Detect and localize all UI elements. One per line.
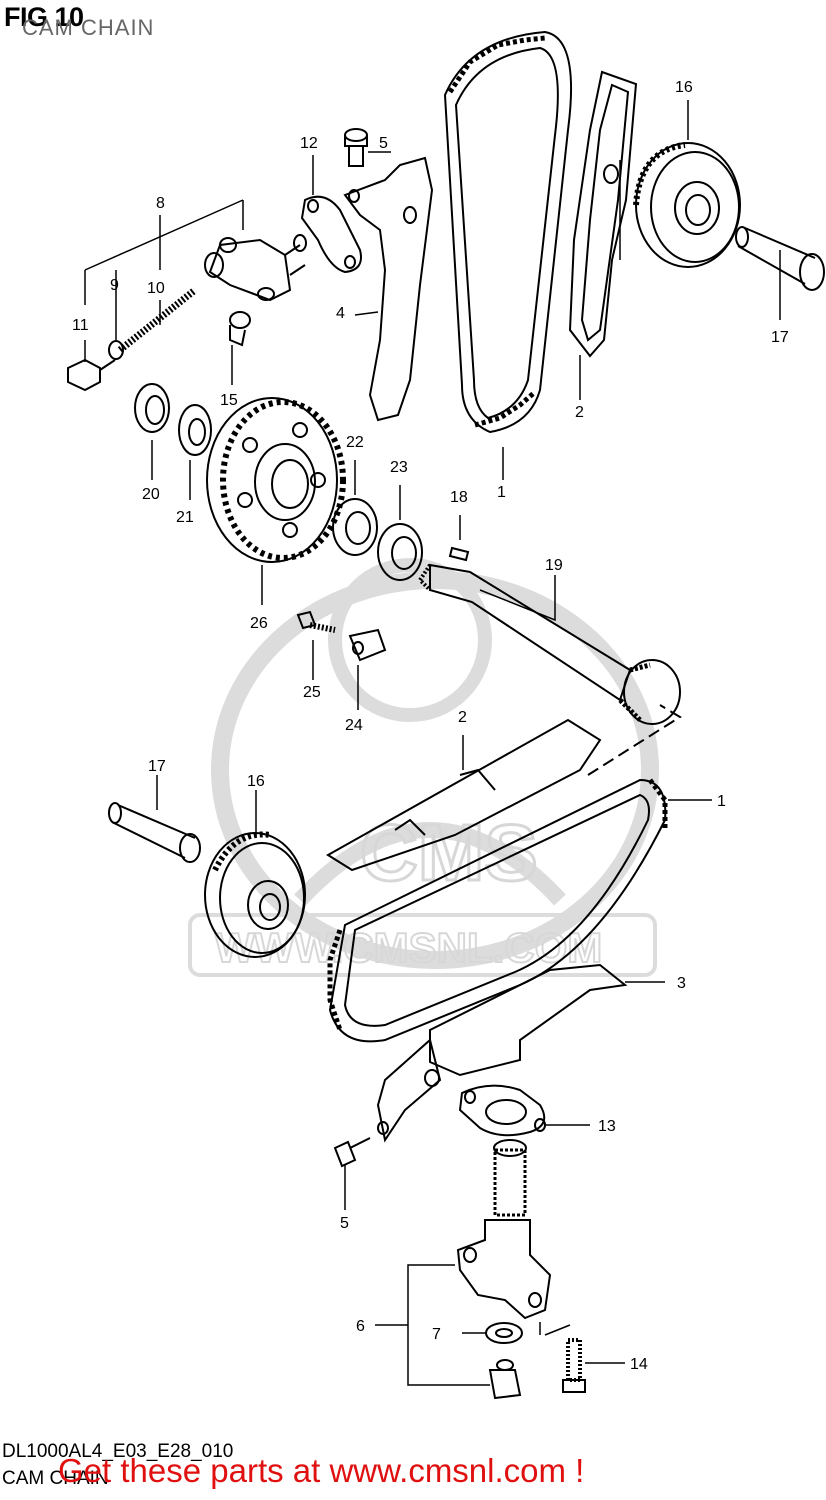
callout-17-lower: 17 — [148, 758, 166, 775]
washer — [108, 340, 124, 360]
bolt-lower — [333, 1137, 371, 1168]
figure-title: FIG 10 — [4, 2, 84, 32]
callout-16-lower: 16 — [247, 773, 265, 790]
callout-8: 8 — [156, 195, 165, 212]
hex-bolt — [67, 358, 116, 392]
callout-11: 11 — [72, 317, 89, 334]
tensioner-body-upper — [204, 234, 307, 302]
callout-9: 9 — [110, 277, 119, 294]
gasket-upper — [300, 195, 362, 274]
callout-5-upper: 5 — [379, 135, 388, 152]
callout-7: 7 — [432, 1326, 441, 1343]
gasket-lower — [458, 1084, 546, 1137]
cam-sprocket-upper — [633, 142, 741, 268]
callout-6: 6 — [356, 1318, 365, 1335]
callout-19: 19 — [545, 557, 563, 574]
callout-25: 25 — [303, 684, 321, 701]
tensioner-bolt — [562, 1338, 586, 1393]
tensioner-adjuster-arm — [343, 156, 434, 422]
cam-sprocket-lower — [204, 831, 306, 958]
callout-20: 20 — [142, 486, 160, 503]
callout-labels: 1 1 2 2 3 4 5 5 6 7 8 9 10 11 12 13 14 1… — [72, 79, 789, 1373]
retainer-plate — [348, 628, 387, 662]
footer-subtitle: CAM CHAIN — [2, 1468, 109, 1489]
callout-5-lower: 5 — [340, 1215, 349, 1232]
callout-10: 10 — [147, 280, 165, 297]
callout-2-upper: 2 — [575, 404, 584, 421]
watermark-url: WWW.CMSNL.COM — [215, 924, 602, 971]
tensioner-arm-lower — [376, 963, 628, 1143]
cam-chain-tensioner — [456, 1139, 552, 1320]
callout-1-upper: 1 — [497, 484, 506, 501]
callout-21: 21 — [176, 509, 194, 526]
dowel-pin-upper — [735, 226, 825, 291]
callout-22: 22 — [346, 434, 364, 451]
cam-chain-guide-upper — [568, 70, 638, 358]
callout-4: 4 — [336, 305, 345, 322]
bearing-spacer — [134, 383, 170, 433]
small-screw — [229, 311, 251, 347]
idle-shaft — [417, 563, 681, 725]
bearing-2 — [377, 523, 423, 581]
idle-gear — [206, 397, 346, 563]
callout-26: 26 — [250, 615, 268, 632]
callout-3: 3 — [677, 975, 686, 992]
callout-14: 14 — [630, 1356, 648, 1373]
callout-15: 15 — [220, 392, 238, 409]
cam-chain-upper — [443, 30, 573, 434]
leader-lines — [84, 100, 781, 1386]
callout-12: 12 — [300, 135, 318, 152]
callout-13: 13 — [598, 1118, 616, 1135]
bolt-upper — [344, 128, 368, 167]
callout-24: 24 — [345, 717, 363, 734]
figure-subtitle: CAM CHAIN — [22, 15, 155, 40]
key — [448, 546, 470, 562]
thrust-washer — [178, 404, 212, 456]
tensioner-washer — [485, 1322, 523, 1344]
dowel-pin-lower — [108, 802, 201, 863]
tensioner-plug — [488, 1359, 522, 1400]
callout-2-lower: 2 — [458, 709, 467, 726]
callout-1-lower: 1 — [717, 793, 726, 810]
countersunk-screw — [296, 610, 336, 633]
callout-18: 18 — [450, 489, 468, 506]
diagram-code: DL1000AL4_E03_E28_010 — [2, 1441, 234, 1462]
callout-16-upper: 16 — [675, 79, 693, 96]
cam-chain-guide-lower — [326, 718, 602, 872]
cam-chain-lower — [327, 778, 668, 1043]
callout-23: 23 — [390, 459, 408, 476]
tensioner-spring — [117, 287, 198, 353]
cta-link[interactable]: Get these parts at www.cmsnl.com ! — [58, 1452, 585, 1489]
callout-17-upper: 17 — [771, 329, 789, 346]
bearing-1 — [332, 498, 378, 556]
